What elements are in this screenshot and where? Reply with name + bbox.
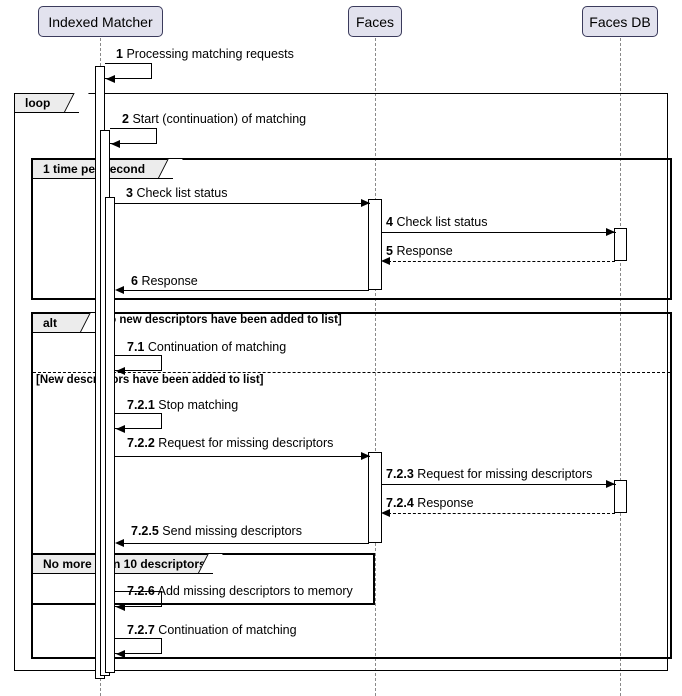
message-number: 2 [122, 112, 129, 126]
fragment-label-text: No more than 10 descriptors [43, 557, 206, 571]
message-label-7-2-6: 7.2.6 Add missing descriptors to memory [127, 584, 353, 598]
participant-label: Faces [355, 13, 395, 30]
message-label-1: 1 Processing matching requests [116, 47, 294, 61]
message-label-7-2-5: 7.2.5 Send missing descriptors [131, 524, 302, 538]
message-text: Continuation of matching [147, 340, 287, 354]
activation-faces-db-missing-descriptors [614, 480, 627, 513]
message-text: Stop matching [158, 398, 239, 412]
message-text: Check list status [396, 215, 488, 229]
message-label-3: 3 Check list status [126, 186, 227, 200]
message-number: 1 [116, 47, 123, 61]
arrowhead-left-7-1 [116, 367, 125, 375]
arrowhead-left-7-2-4 [381, 509, 390, 517]
lifeline-faces [375, 38, 376, 696]
fragment-label-text: loop [25, 96, 51, 110]
self-message-2 [110, 128, 157, 144]
message-text: Processing matching requests [126, 47, 294, 61]
fragment-alt-divider [33, 372, 670, 373]
message-number: 6 [131, 274, 138, 288]
arrowhead-left-6 [115, 286, 124, 294]
message-number: 7.2.3 [386, 467, 414, 481]
self-message-7-1 [115, 355, 162, 371]
self-message-1 [105, 63, 152, 79]
message-number: 7.2.2 [127, 436, 155, 450]
message-number: 7.1 [127, 340, 145, 354]
message-text: Add missing descriptors to memory [157, 584, 353, 598]
fragment-alt-guard-1: [No new descriptors have been added to l… [97, 314, 342, 326]
message-number: 7.2.1 [127, 398, 155, 412]
message-text: Send missing descriptors [162, 524, 302, 538]
message-label-7-2-7: 7.2.7 Continuation of matching [127, 623, 297, 637]
message-line-7-2-5 [122, 543, 369, 544]
message-label-7-2-2: 7.2.2 Request for missing descriptors [127, 436, 333, 450]
message-label-7-2-4: 7.2.4 Response [386, 496, 474, 510]
message-text: Response [396, 244, 453, 258]
arrowhead-right-3 [361, 199, 370, 207]
arrowhead-right-4 [606, 228, 615, 236]
activation-faces-check-list [368, 199, 382, 290]
message-number: 7.2.4 [386, 496, 414, 510]
message-text: Check list status [136, 186, 228, 200]
activation-matcher-nested-2 [105, 197, 115, 673]
message-line-3 [115, 203, 370, 204]
fragment-label-text: 1 time per second [43, 162, 146, 176]
message-number: 3 [126, 186, 133, 200]
fragment-loop [14, 93, 668, 671]
arrowhead-left-7-2-1 [116, 425, 125, 433]
arrowhead-left-5 [381, 257, 390, 265]
message-line-7-2-2 [115, 456, 370, 457]
fragment-no-more-than-10-label: No more than 10 descriptors [33, 554, 223, 574]
fragment-alt [31, 312, 672, 659]
message-line-7-2-4 [388, 513, 615, 514]
arrowhead-left-2 [111, 140, 120, 148]
message-number: 7.2.7 [127, 623, 155, 637]
arrowhead-left-7-2-5 [115, 539, 124, 547]
message-label-7-2-3: 7.2.3 Request for missing descriptors [386, 467, 592, 481]
fragment-alt-label: alt [33, 313, 105, 333]
participant-label: Indexed Matcher [48, 13, 153, 30]
message-text: Request for missing descriptors [158, 436, 334, 450]
message-text: Response [417, 496, 474, 510]
self-message-7-2-1 [115, 413, 162, 429]
message-text: Continuation of matching [158, 623, 297, 637]
lifeline-faces-db [620, 38, 621, 696]
participant-label: Faces DB [589, 13, 651, 30]
message-number: 4 [386, 215, 393, 229]
arrowhead-left-7-2-7 [116, 650, 125, 658]
participant-faces[interactable]: Faces [348, 6, 402, 37]
fragment-no-more-than-10 [31, 553, 375, 605]
message-line-4 [382, 232, 616, 233]
message-label-2: 2 Start (continuation) of matching [122, 112, 306, 126]
message-line-7-2-3 [382, 484, 616, 485]
message-label-7-2-1: 7.2.1 Stop matching [127, 398, 238, 412]
arrowhead-left-1 [106, 75, 115, 83]
participant-indexed-matcher[interactable]: Indexed Matcher [38, 6, 163, 37]
message-line-5 [388, 261, 615, 262]
activation-faces-missing-descriptors [368, 452, 382, 543]
fragment-once-per-second [31, 158, 672, 300]
message-label-4: 4 Check list status [386, 215, 487, 229]
message-text: Response [141, 274, 198, 288]
message-label-7-1: 7.1 Continuation of matching [127, 340, 286, 354]
participant-faces-db[interactable]: Faces DB [582, 6, 658, 37]
self-message-7-2-6 [115, 591, 162, 607]
fragment-label-text: alt [43, 316, 58, 330]
message-number: 7.2.5 [131, 524, 159, 538]
message-label-5: 5 Response [386, 244, 453, 258]
message-number: 5 [386, 244, 393, 258]
arrowhead-right-7-2-2 [361, 452, 370, 460]
fragment-alt-guard-2: [New descriptors have been added to list… [36, 374, 264, 386]
fragment-loop-label: loop [15, 93, 89, 113]
arrowhead-left-7-2-6 [116, 603, 125, 611]
message-text: Start (continuation) of matching [132, 112, 307, 126]
message-line-6 [122, 290, 369, 291]
self-message-7-2-7 [115, 638, 162, 654]
message-text: Request for missing descriptors [417, 467, 593, 481]
arrowhead-right-7-2-3 [606, 480, 615, 488]
activation-faces-db-check-list [614, 228, 627, 261]
message-label-6: 6 Response [131, 274, 198, 288]
